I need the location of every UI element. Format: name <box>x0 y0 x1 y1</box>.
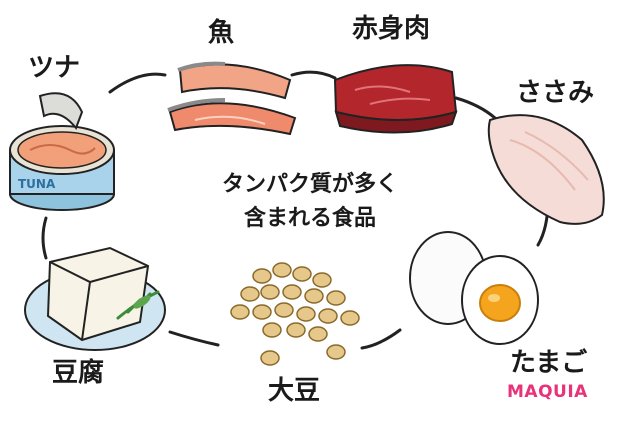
label-tofu: 豆腐 <box>52 358 105 388</box>
label-soybean: 大豆 <box>268 376 321 406</box>
salmon-illustration <box>167 61 297 136</box>
center-title-line2: 含まれる食品 <box>243 206 376 231</box>
label-egg: たまご <box>510 348 588 378</box>
center-title: タンパク質が多く 含まれる食品 <box>160 168 460 236</box>
can-label: TUNA <box>18 177 56 191</box>
red-meat-illustration <box>333 64 458 134</box>
label-red-meat: 赤身肉 <box>352 14 431 44</box>
egg-illustration <box>409 231 539 345</box>
label-fish: 魚 <box>208 18 235 48</box>
label-tuna: ツナ <box>28 53 81 83</box>
label-chicken: ささみ <box>516 78 595 108</box>
tuna-can-illustration: TUNA <box>9 92 115 211</box>
center-title-line1: タンパク質が多く <box>221 172 398 197</box>
tofu-illustration <box>24 246 166 351</box>
soybean-illustration <box>230 262 360 366</box>
brand-logo: MAQUIA <box>507 382 588 402</box>
chicken-breast-illustration <box>487 114 605 225</box>
